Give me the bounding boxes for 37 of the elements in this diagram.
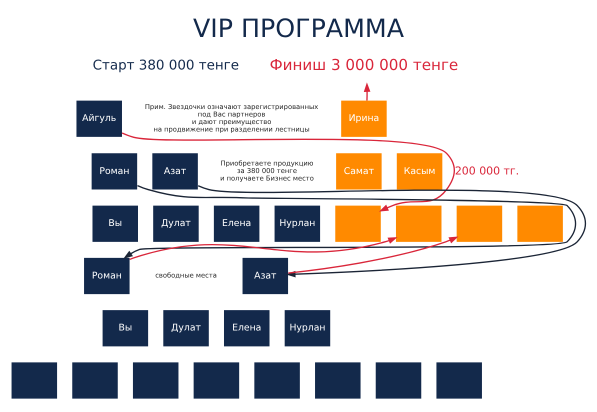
node-box: Самат [336, 153, 382, 190]
edge-label: 200 000 тг. [454, 164, 520, 178]
node-box [335, 206, 381, 242]
node-box [72, 362, 118, 399]
arrow [364, 82, 370, 101]
arrow [129, 237, 398, 260]
node-box: Дулат [153, 206, 199, 242]
node-box [254, 362, 300, 399]
node-box: Елена [214, 206, 260, 242]
node-box: Азат [152, 153, 198, 190]
node-box: Роман [92, 153, 138, 190]
node-box [12, 362, 58, 399]
node-box: Вы [92, 206, 138, 242]
node-box [376, 362, 422, 399]
node-box [396, 206, 442, 242]
node-box [315, 362, 361, 399]
node-box: Нурлан [274, 206, 320, 242]
arrow [122, 132, 455, 212]
diagram-title: VIP ПРОГРАММА [192, 14, 404, 43]
node-box [132, 362, 178, 399]
node-box: Айгуль [76, 100, 122, 137]
node-box: Дулат [163, 310, 209, 346]
arrow [123, 184, 576, 259]
node-box [436, 362, 482, 399]
node-box: Азат [242, 258, 288, 294]
node-box: Роман [84, 258, 130, 294]
node-box [194, 362, 240, 399]
arrow [288, 236, 458, 274]
node-box: Касым [396, 153, 442, 190]
node-text: Финиш 3 000 000 тенге [270, 56, 458, 74]
node-box [517, 206, 563, 242]
node-box: Вы [102, 310, 148, 346]
node-box: Ирина [341, 100, 387, 137]
node-box: Елена [224, 310, 270, 346]
node-box: Нурлан [284, 310, 330, 346]
node-box [456, 206, 502, 242]
label: Старт 380 000 тенге [92, 57, 240, 74]
